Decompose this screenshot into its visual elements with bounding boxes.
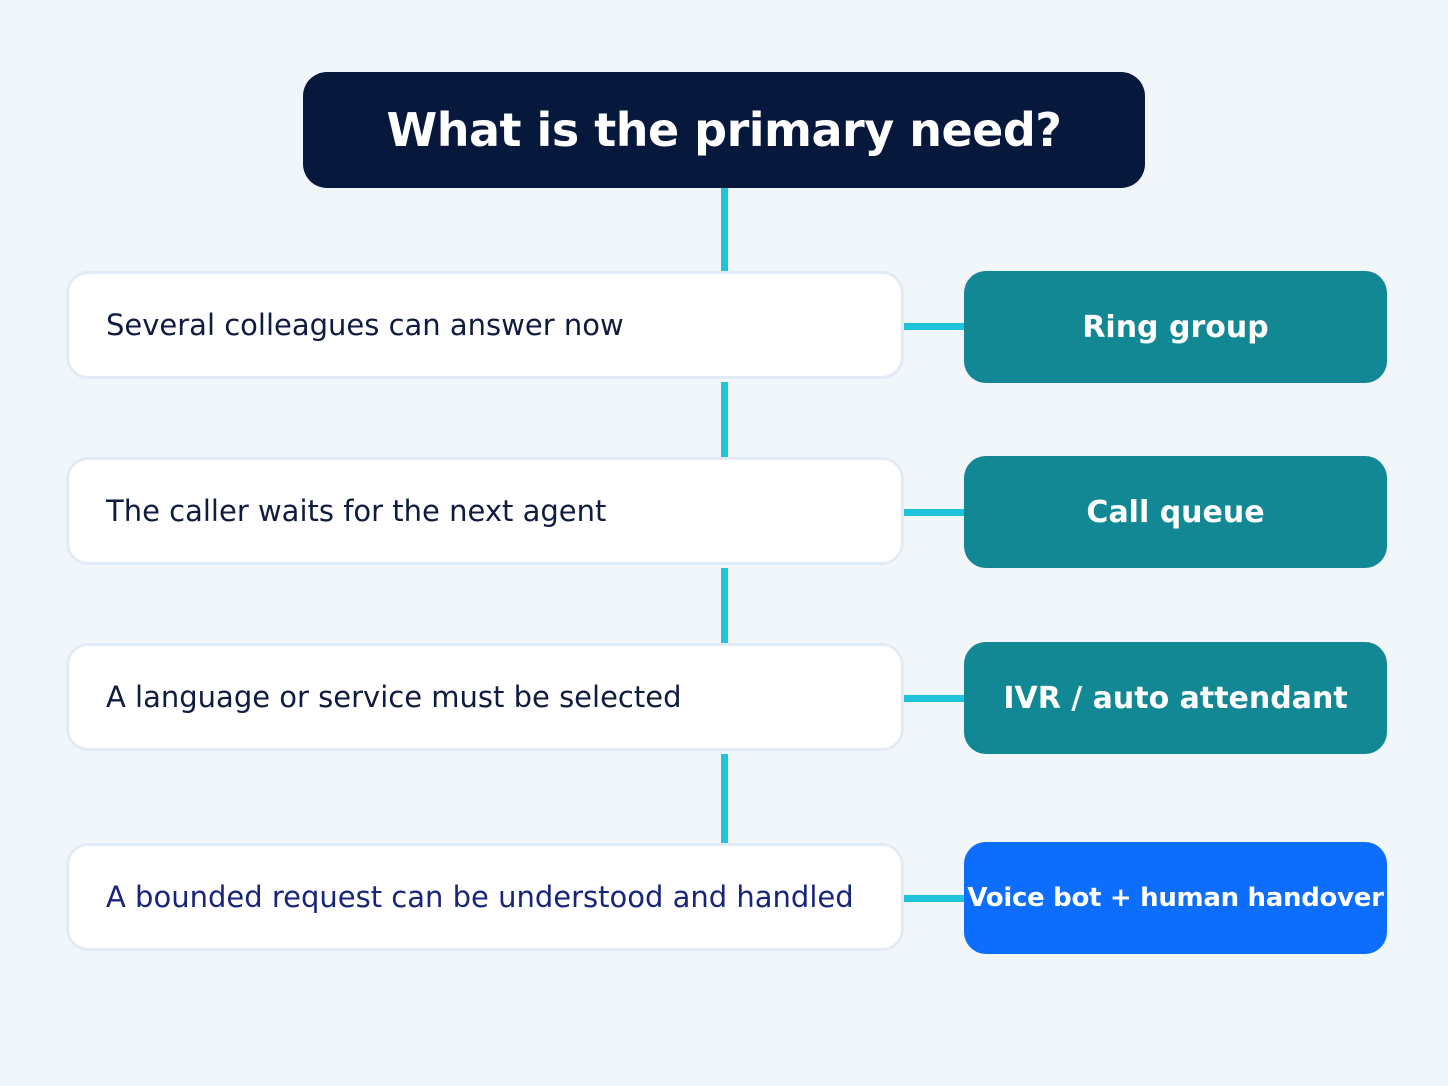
connector-row-2-to-row-3 [721, 568, 728, 644]
result-text: IVR / auto attendant [1003, 680, 1348, 716]
connector-row-1-to-result [904, 323, 966, 330]
connector-title-to-row-1 [721, 188, 728, 272]
condition-box-2: The caller waits for the next agent [66, 457, 904, 565]
connector-row-1-to-row-2 [721, 382, 728, 458]
question-text: What is the primary need? [386, 103, 1062, 157]
condition-text: A language or service must be selected [106, 680, 682, 714]
condition-text: Several colleagues can answer now [106, 308, 624, 342]
result-text: Ring group [1082, 309, 1269, 345]
connector-row-2-to-result [904, 509, 966, 516]
result-box-ivr: IVR / auto attendant [964, 642, 1387, 754]
result-box-voice-bot: Voice bot + human handover [964, 842, 1387, 954]
result-box-ring-group: Ring group [964, 271, 1387, 383]
condition-text: The caller waits for the next agent [106, 494, 607, 528]
condition-text: A bounded request can be understood and … [106, 880, 854, 914]
connector-row-3-to-row-4 [721, 754, 728, 844]
connector-row-4-to-result [904, 895, 966, 902]
condition-box-3: A language or service must be selected [66, 643, 904, 751]
condition-box-4: A bounded request can be understood and … [66, 843, 904, 951]
condition-box-1: Several colleagues can answer now [66, 271, 904, 379]
result-text: Call queue [1086, 494, 1265, 530]
result-text: Voice bot + human handover [967, 883, 1384, 913]
result-box-call-queue: Call queue [964, 456, 1387, 568]
question-box: What is the primary need? [303, 72, 1145, 188]
connector-row-3-to-result [904, 695, 966, 702]
